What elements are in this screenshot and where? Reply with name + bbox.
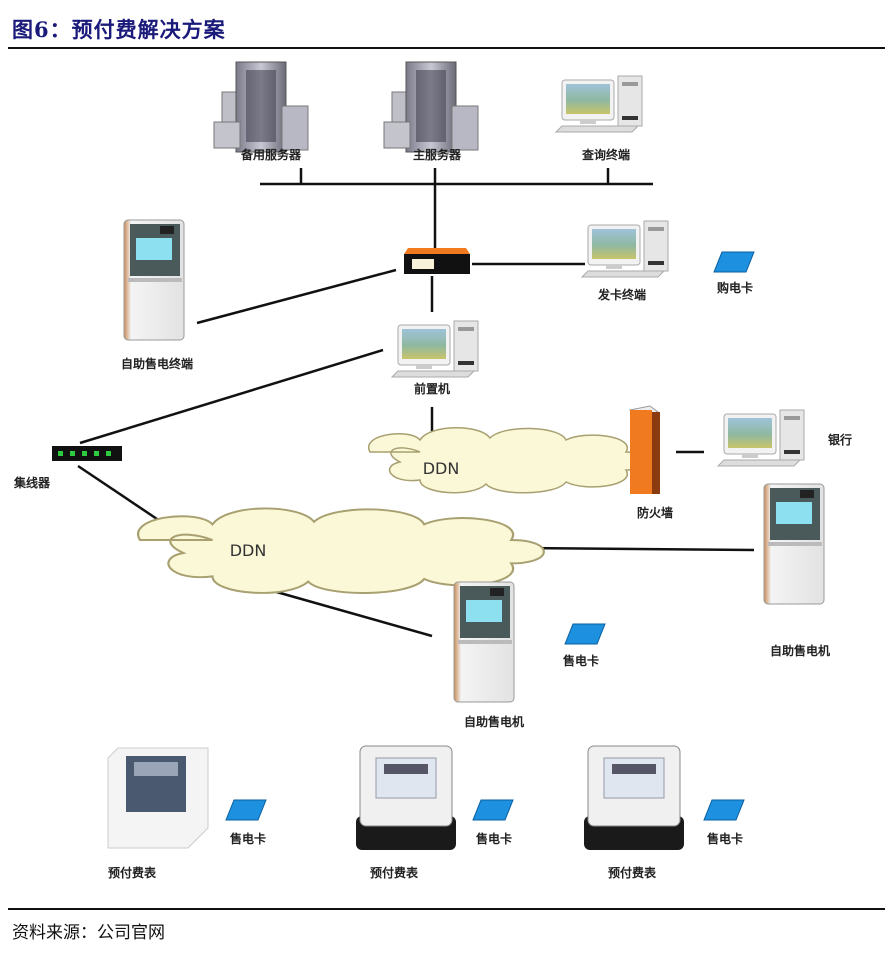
kiosk-icon — [763, 483, 825, 605]
purchase-card — [713, 251, 755, 273]
self-service-kiosk-center — [453, 581, 515, 703]
ddn-lower-cloud — [137, 507, 545, 595]
sale-card-center — [564, 623, 606, 645]
query-terminal-label: 查询终端 — [581, 147, 630, 162]
self-service-kiosk-right — [763, 483, 825, 605]
firewall-label: 防火墙 — [637, 505, 673, 520]
kiosk-right-label: 自助售电机 — [770, 643, 830, 658]
sale-card-1-label: 售电卡 — [230, 831, 266, 846]
main-server — [383, 61, 479, 153]
ddn-upper-cloud — [367, 426, 650, 494]
front-end-processor — [391, 320, 479, 378]
router — [404, 248, 470, 274]
ddn-to-center-kiosk — [265, 587, 433, 638]
card-icon — [472, 799, 514, 821]
desktop-computer-icon — [581, 220, 669, 278]
purchase-card-label: 购电卡 — [717, 280, 753, 295]
hub-label: 集线器 — [13, 475, 51, 490]
self-service-terminal — [123, 219, 185, 341]
meter-1-label: 预付费表 — [108, 865, 157, 880]
self-service-terminal-label: 自助售电终端 — [121, 356, 193, 371]
hub-to-ddn — [77, 464, 158, 521]
sale-card-center-label: 售电卡 — [563, 653, 599, 668]
bank — [717, 409, 805, 467]
source-divider — [8, 908, 885, 910]
cloud-icon — [137, 507, 545, 595]
prepaid-meter-3 — [583, 745, 685, 851]
meter-icon — [107, 747, 209, 849]
server-tower-icon — [213, 61, 309, 153]
firewall — [628, 405, 660, 494]
card-icon — [713, 251, 755, 273]
query-terminal — [555, 75, 643, 133]
sale-card-1 — [225, 799, 267, 821]
kiosk-icon — [123, 219, 185, 341]
front-end-to-hub — [79, 348, 384, 445]
figure-title: 图6：预付费解决方案 — [12, 17, 226, 42]
prepaid-solution-diagram: 备用服务器 主服务器 查询终端 自助售电终端 发卡终端 购电卡 前置机 — [13, 61, 852, 880]
hub — [52, 446, 122, 461]
card-issuing-terminal — [581, 220, 669, 278]
sale-card-2 — [472, 799, 514, 821]
sale-card-3-label: 售电卡 — [707, 831, 743, 846]
desktop-computer-icon — [555, 75, 643, 133]
router-to-self-terminal — [196, 268, 397, 325]
card-issuing-terminal-label: 发卡终端 — [597, 287, 646, 302]
ddn-lower-label: DDN — [230, 541, 267, 560]
router-icon — [404, 248, 470, 274]
prepaid-meter-2 — [355, 745, 457, 851]
meter-2-label: 预付费表 — [370, 865, 419, 880]
server-tower-icon — [383, 61, 479, 153]
desktop-computer-icon — [717, 409, 805, 467]
title-divider — [8, 47, 885, 49]
backup-server — [213, 61, 309, 153]
card-icon — [225, 799, 267, 821]
meter-3-label: 预付费表 — [608, 865, 657, 880]
hub-icon — [52, 446, 122, 461]
card-icon — [564, 623, 606, 645]
kiosk-center-label: 自助售电机 — [464, 714, 524, 729]
meter-icon — [583, 745, 685, 851]
sale-card-3 — [703, 799, 745, 821]
card-icon — [703, 799, 745, 821]
cloud-icon — [367, 426, 650, 494]
connections — [77, 168, 755, 638]
sale-card-2-label: 售电卡 — [476, 831, 512, 846]
ddn-upper-label: DDN — [423, 459, 460, 478]
kiosk-icon — [453, 581, 515, 703]
prepaid-meter-1 — [107, 747, 209, 849]
desktop-computer-icon — [391, 320, 479, 378]
front-end-processor-label: 前置机 — [414, 381, 450, 396]
backup-server-label: 备用服务器 — [240, 147, 302, 162]
bank-label: 银行 — [828, 432, 852, 447]
main-server-label: 主服务器 — [413, 147, 462, 162]
meter-icon — [355, 745, 457, 851]
firewall-icon — [628, 405, 660, 494]
source-note: 资料来源：公司官网 — [12, 923, 165, 943]
